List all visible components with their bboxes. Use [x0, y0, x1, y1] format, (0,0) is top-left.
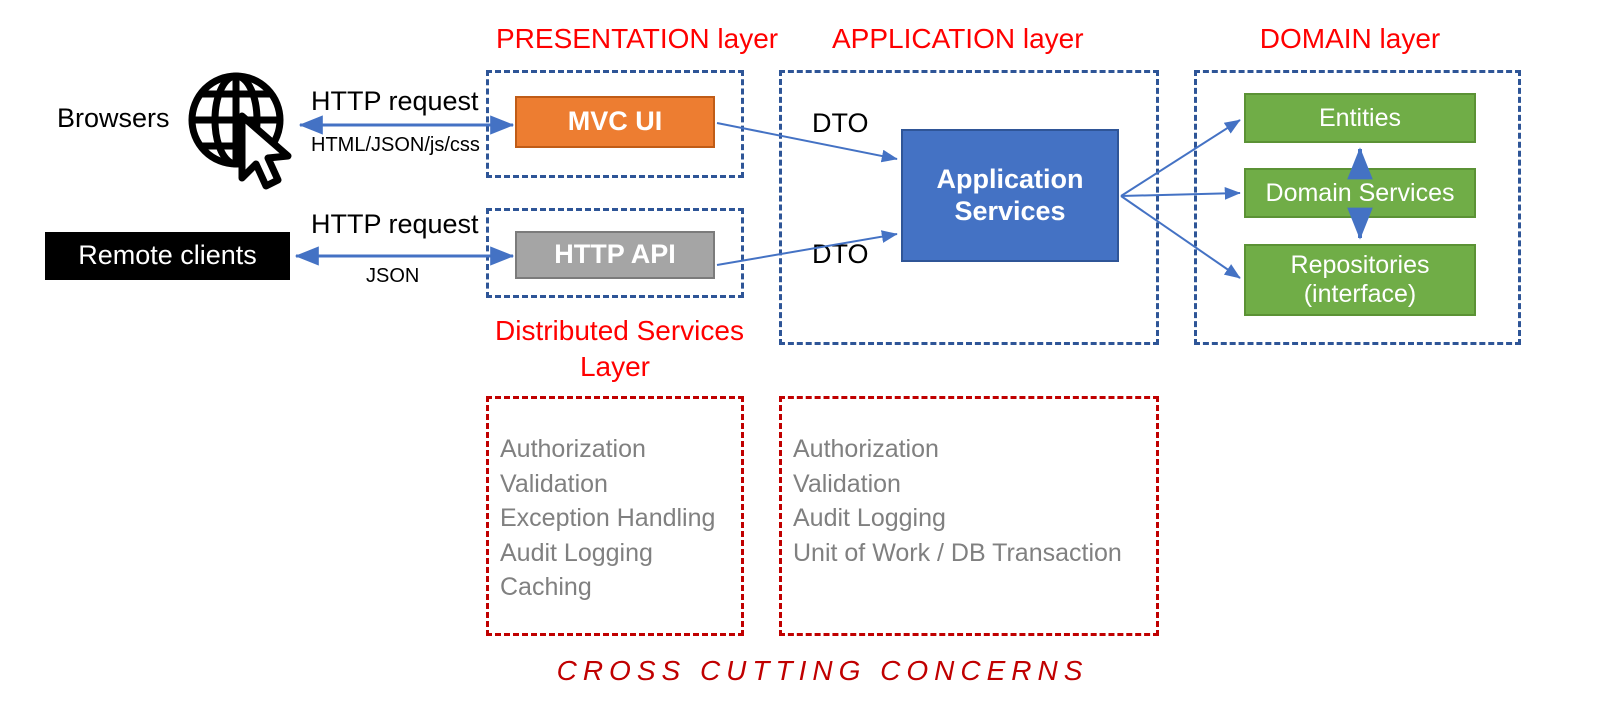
concern-item: Validation	[500, 469, 608, 498]
globe-cursor-icon	[188, 72, 292, 190]
dto-label-mvc: DTO	[812, 108, 869, 138]
browsers-http-request-label: HTTP request	[311, 86, 479, 116]
distributed-services-concerns-container	[486, 396, 744, 636]
application-concerns-list: Authorization Validation Audit Logging U…	[793, 432, 1122, 570]
http-api-box: HTTP API	[515, 231, 715, 279]
application-concerns-container	[779, 396, 1159, 636]
domain-repositories-line1: Repositories	[1290, 251, 1430, 280]
concern-item: Audit Logging	[500, 538, 653, 567]
domain-entities-box: Entities	[1244, 93, 1476, 143]
concern-item: Exception Handling	[500, 504, 716, 532]
application-services-line2: Services	[954, 195, 1066, 226]
domain-repositories-box: Repositories (interface)	[1244, 244, 1476, 316]
remote-clients-box: Remote clients	[45, 232, 290, 280]
remote-response-label: JSON	[366, 265, 420, 287]
concern-item: Validation	[793, 469, 901, 498]
application-services-box: Application Services	[901, 129, 1119, 262]
distributed-services-concerns-list: Authorization Validation Exception Handl…	[500, 432, 715, 605]
domain-repositories-line2: (interface)	[1303, 280, 1417, 308]
concern-item: Authorization	[500, 435, 646, 463]
concern-item: Caching	[500, 573, 592, 601]
domain-services-box: Domain Services	[1244, 168, 1476, 218]
layer-title-presentation: PRESENTATION layer	[496, 23, 779, 54]
distributed-services-title-line2: Layer	[579, 351, 651, 382]
mvc-ui-box: MVC UI	[515, 96, 715, 148]
layer-title-application: APPLICATION layer	[832, 23, 1084, 54]
dto-label-api: DTO	[812, 239, 869, 269]
cross-cutting-concerns-footer: CROSS CUTTING CONCERNS	[556, 655, 1089, 686]
browsers-label: Browsers	[57, 103, 170, 133]
layer-title-domain: DOMAIN layer	[1259, 23, 1441, 54]
concern-item: Audit Logging	[793, 504, 946, 532]
browsers-response-label: HTML/JSON/js/css	[311, 134, 480, 156]
remote-http-request-label: HTTP request	[311, 209, 479, 239]
concern-item: Authorization	[793, 435, 939, 463]
application-services-line1: Application	[936, 164, 1084, 195]
concern-item: Unit of Work / DB Transaction	[793, 538, 1122, 567]
distributed-services-title-line1: Distributed Services	[495, 315, 744, 346]
